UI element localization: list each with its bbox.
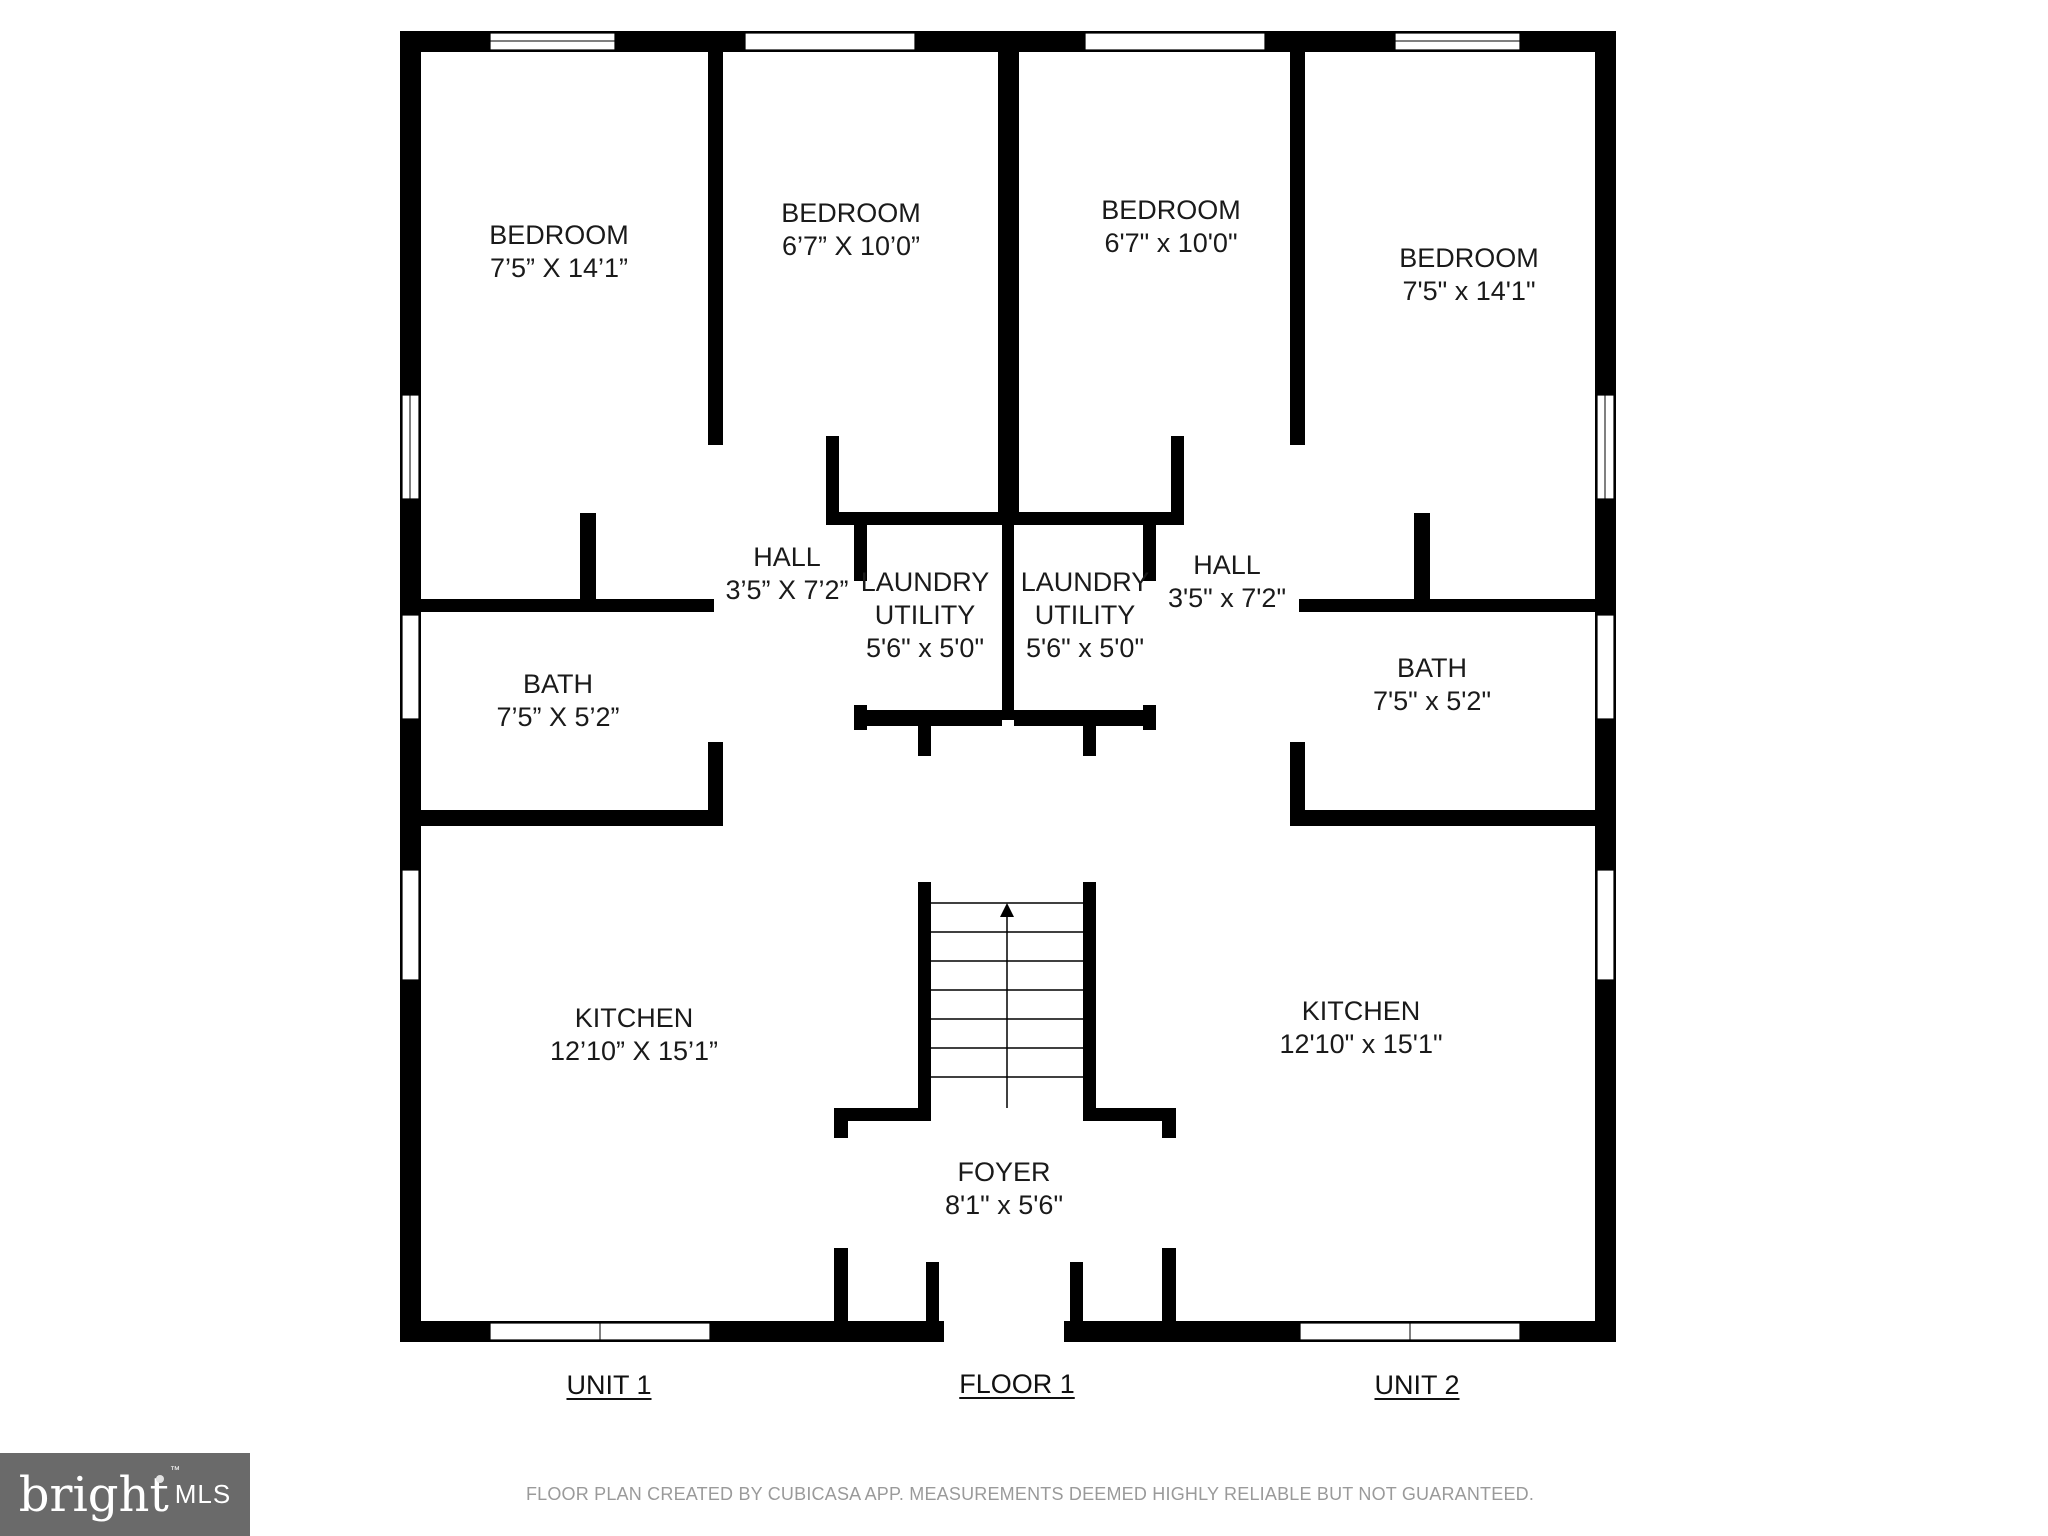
room-dims: 5'6" x 5'0" xyxy=(865,633,985,663)
room-dims: 12’10” X 15’1” xyxy=(549,1036,719,1066)
logo-dot-icon xyxy=(156,1475,164,1483)
room-foyer: FOYER 8'1" x 5'6" xyxy=(945,1156,1063,1222)
logo-trademark: ™ xyxy=(170,1465,180,1476)
window xyxy=(1084,32,1266,51)
room-name: KITCHEN xyxy=(1301,996,1421,1026)
room-name: BATH xyxy=(522,669,593,699)
wall-closet2-side xyxy=(1414,513,1430,599)
room-name: BEDROOM xyxy=(1101,195,1241,225)
window xyxy=(401,614,420,720)
room-bath-1: BATH 7’5” X 5’2” xyxy=(496,668,619,734)
window xyxy=(744,32,916,51)
wall-bed1-bed2 xyxy=(708,31,723,471)
foyer-closet-right xyxy=(1070,1262,1083,1326)
room-name-2: UTILITY xyxy=(1034,600,1136,630)
room-name: LAUNDRY xyxy=(1020,567,1150,597)
foyer-wall-left xyxy=(834,1108,848,1138)
wall-laundry1-left xyxy=(826,436,839,520)
foyer-wall-left-lower xyxy=(834,1248,848,1328)
wall-closet-side xyxy=(580,513,596,599)
logo-mls: MLS xyxy=(174,1479,232,1509)
stair-wall-right xyxy=(1083,726,1096,756)
stair-wall-right-lower xyxy=(1083,882,1096,1110)
foyer-closet-left xyxy=(926,1262,939,1326)
room-dims: 7'5" x 14'1" xyxy=(1402,276,1536,306)
window xyxy=(401,869,420,981)
room-bedroom-3: BEDROOM 6'7" x 10'0" xyxy=(1101,194,1241,260)
wall-laundry2-top xyxy=(1014,512,1184,525)
room-dims: 6’7” X 10’0” xyxy=(781,231,921,261)
room-dims: 7'5" x 5'2" xyxy=(1372,686,1492,716)
room-dims: 8'1" x 5'6" xyxy=(944,1190,1064,1220)
windows xyxy=(401,32,1615,1341)
window-mullions xyxy=(409,40,1606,1340)
room-laundry-1: LAUNDRY UTILITY 5'6" x 5'0" xyxy=(861,566,990,665)
room-dims: 3'5" x 7'2" xyxy=(1167,583,1287,613)
room-bath-2: BATH 7'5" x 5'2" xyxy=(1373,652,1491,718)
room-dims: 5'6" x 5'0" xyxy=(1025,633,1145,663)
caption-unit-1: UNIT 1 xyxy=(566,1370,652,1400)
wall-laundry1-bottom xyxy=(854,710,1002,726)
foyer-wall-top-left xyxy=(834,1108,931,1121)
bright-mls-logo: bright ™ MLS xyxy=(0,1453,250,1536)
wall-laundry2-right-lower xyxy=(1143,525,1156,581)
room-dims: 3’5” X 7’2” xyxy=(725,575,849,605)
center-wall-lower xyxy=(1002,520,1014,720)
logo-word: bright xyxy=(18,1466,169,1523)
wall-laundry2-side xyxy=(1143,705,1156,730)
window xyxy=(1596,614,1615,720)
wall-laundry1-top xyxy=(826,512,1002,525)
room-kitchen-2: KITCHEN 12'10" x 15'1" xyxy=(1279,995,1442,1061)
room-hall-1: HALL 3’5” X 7’2” xyxy=(725,541,848,607)
foyer-wall-right-lower xyxy=(1162,1248,1176,1328)
door-openings xyxy=(708,445,1305,1342)
room-name: BEDROOM xyxy=(489,220,629,250)
room-dims: 6'7" x 10'0" xyxy=(1104,228,1238,258)
room-name: HALL xyxy=(1193,550,1261,580)
disclaimer-text: FLOOR PLAN CREATED BY CUBICASA APP. MEAS… xyxy=(525,1484,1535,1504)
window xyxy=(1596,869,1615,981)
wall-laundry1-left-lower xyxy=(854,525,867,581)
wall-laundry2-right xyxy=(1171,436,1184,520)
room-name: KITCHEN xyxy=(574,1003,694,1033)
caption-unit-2: UNIT 2 xyxy=(1374,1370,1460,1400)
room-dims: 7’5” X 5’2” xyxy=(496,702,620,732)
room-name: BEDROOM xyxy=(1399,243,1539,273)
room-name: HALL xyxy=(753,542,821,572)
room-name: BATH xyxy=(1396,653,1468,683)
caption-floor: FLOOR 1 xyxy=(959,1369,1075,1399)
room-laundry-2: LAUNDRY UTILITY 5'6" x 5'0" xyxy=(1021,566,1150,665)
room-name: BEDROOM xyxy=(781,198,921,228)
staircase xyxy=(931,902,1083,1108)
wall-bath1-bottom xyxy=(421,810,723,826)
stair-wall-left xyxy=(918,726,931,756)
wall-bath2-bottom xyxy=(1290,810,1595,826)
room-bedroom-1: BEDROOM 7’5” X 14’1” xyxy=(489,219,629,285)
stair-wall-left-lower xyxy=(918,882,931,1110)
room-dims: 12'10" x 15'1" xyxy=(1279,1029,1443,1059)
wall-bed1-closet xyxy=(421,599,714,612)
room-bedroom-2: BEDROOM 6’7” X 10’0” xyxy=(781,197,921,263)
room-name: LAUNDRY xyxy=(860,567,990,597)
wall-bed4-closet xyxy=(1299,599,1595,612)
room-kitchen-1: KITCHEN 12’10” X 15’1” xyxy=(550,1002,718,1068)
stair-direction-arrow xyxy=(1000,903,1014,917)
room-name-2: UTILITY xyxy=(874,600,976,630)
room-name: FOYER xyxy=(957,1157,1051,1187)
foyer-wall-top-right xyxy=(1083,1108,1176,1121)
wall-laundry1-side xyxy=(854,705,867,730)
room-hall-2: HALL 3'5" x 7'2" xyxy=(1168,549,1286,615)
room-bedroom-4: BEDROOM 7'5" x 14'1" xyxy=(1399,242,1539,308)
wall-bed3-bed4 xyxy=(1290,31,1305,471)
center-wall xyxy=(998,31,1019,520)
wall-laundry2-bottom xyxy=(1014,710,1156,726)
room-dims: 7’5” X 14’1” xyxy=(489,253,629,283)
foyer-wall-right xyxy=(1162,1108,1176,1138)
